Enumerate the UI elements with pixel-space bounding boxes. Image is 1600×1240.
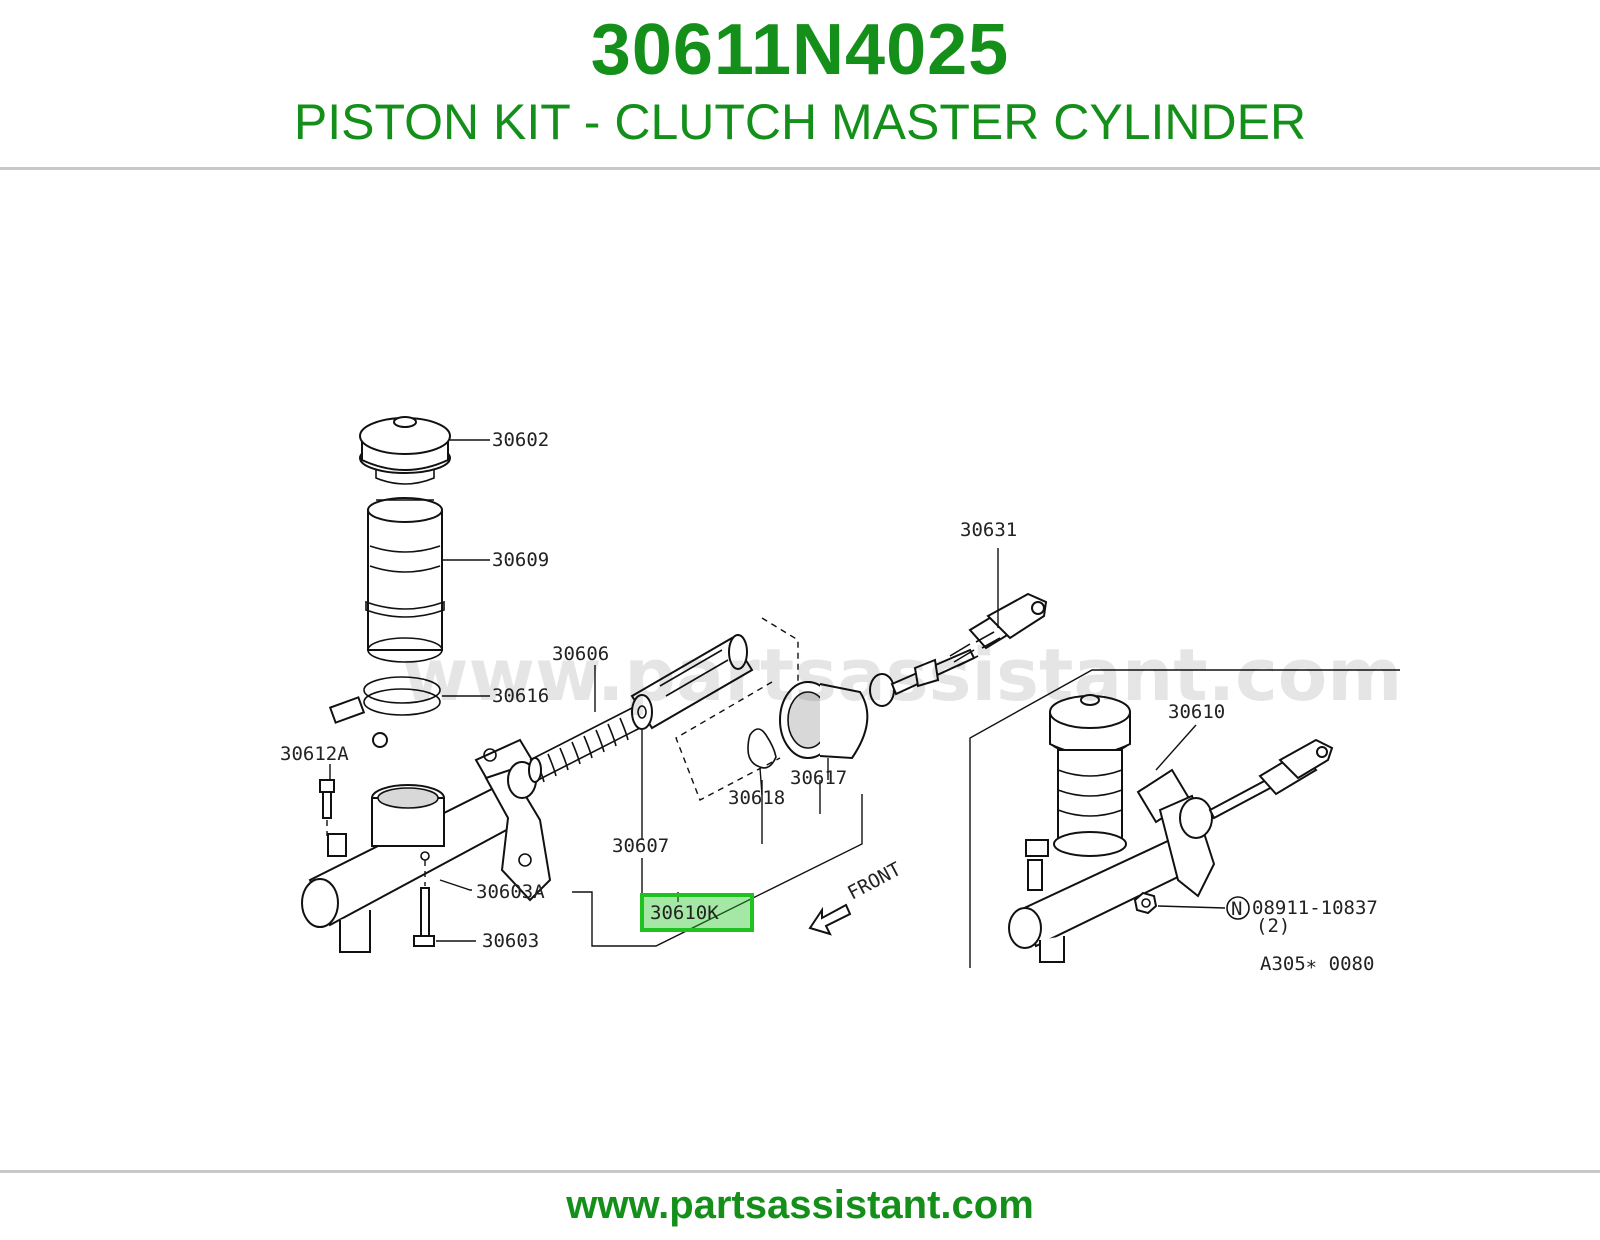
callout-30602[interactable]: 30602 [492, 429, 549, 451]
callout-30607[interactable]: 30607 [612, 835, 669, 857]
footer-url-link[interactable]: www.partsassistant.com [566, 1183, 1034, 1227]
callout-30617[interactable]: 30617 [790, 767, 847, 789]
retaining-pin-part[interactable] [413, 851, 435, 947]
callout-quantity: (2) [1256, 915, 1290, 937]
header-divider [0, 167, 1600, 170]
reservoir-part[interactable] [365, 497, 445, 663]
part-description: PISTON KIT - CLUTCH MASTER CYLINDER [293, 94, 1307, 150]
front-label: FRONT [844, 858, 905, 904]
parts-diagram: FRONT [180, 340, 1420, 1010]
return-spring-part[interactable] [528, 707, 641, 783]
leader-lines [329, 439, 1226, 947]
callout-30609[interactable]: 30609 [492, 549, 549, 571]
callout-30616[interactable]: 30616 [492, 685, 549, 707]
front-direction-indicator: FRONT [808, 858, 905, 936]
page-header: 30611N4025 PISTON KIT - CLUTCH MASTER CY… [0, 0, 1600, 168]
bleeder-bolt-part[interactable] [319, 779, 335, 836]
part-number-title: 30611N4025 [590, 10, 1010, 90]
mounting-nut-part[interactable] [1133, 891, 1158, 915]
piston-seal-part[interactable] [747, 728, 777, 769]
n-circle-symbol: N [1226, 896, 1250, 920]
callout-30612A[interactable]: 30612A [280, 743, 349, 765]
reservoir-clamp-part[interactable] [328, 676, 441, 748]
assembled-master-cylinder-view[interactable] [1008, 694, 1334, 963]
highlighted-part-box[interactable] [640, 893, 754, 932]
n-symbol-text: N [1231, 898, 1242, 920]
master-cylinder-body-part[interactable] [301, 738, 552, 953]
callout-30603A[interactable]: 30603A [476, 881, 545, 903]
callout-30618[interactable]: 30618 [728, 787, 785, 809]
piston-part[interactable] [630, 634, 754, 730]
exploded-view-drawing: FRONT [280, 416, 1402, 975]
footer-divider [0, 1170, 1600, 1173]
callout-30606[interactable]: 30606 [552, 643, 609, 665]
drawing-code: A305∗ 0080 [1260, 953, 1374, 975]
callout-30603[interactable]: 30603 [482, 930, 539, 952]
kit-boundary-lines [675, 617, 799, 801]
inset-frame [969, 669, 1400, 968]
reservoir-cap-part[interactable] [359, 416, 451, 485]
push-rod-part[interactable] [869, 592, 1048, 707]
callout-30631[interactable]: 30631 [960, 519, 1017, 541]
callout-30610[interactable]: 30610 [1168, 701, 1225, 723]
dust-boot-part[interactable] [779, 681, 869, 760]
callout-08911-10837[interactable]: 08911-10837 [1252, 897, 1378, 919]
callout-30610K[interactable]: 30610K [650, 902, 719, 924]
watermark-text: www.partsassistant.com [402, 633, 1402, 717]
